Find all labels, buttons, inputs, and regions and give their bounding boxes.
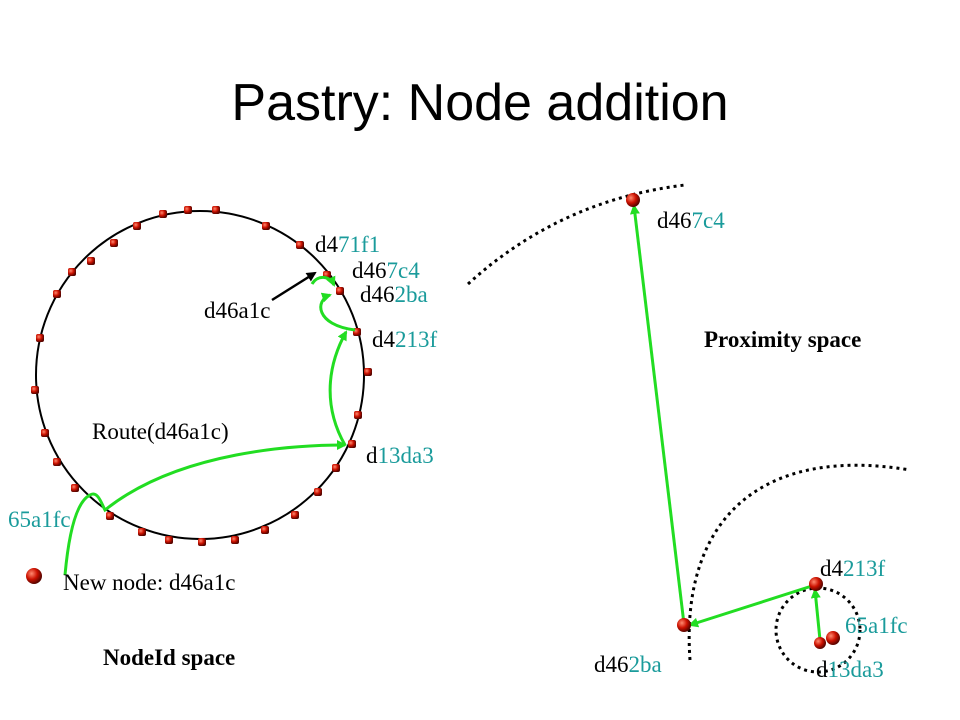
ring-node <box>53 458 61 466</box>
route-hop-2 <box>328 330 348 446</box>
route-hop-3 <box>319 292 356 332</box>
proximity-node-d13da3 <box>814 637 826 649</box>
ring-node <box>296 241 304 249</box>
ring-node <box>212 206 220 214</box>
ring-node <box>262 222 270 230</box>
ring-label-d462ba: d462ba <box>360 282 428 307</box>
proximity-node-d4213f <box>809 577 823 591</box>
target-id-label: d46a1c <box>204 298 270 323</box>
proximity-hop-d4213f-to-d462ba <box>688 583 816 628</box>
proximity-node-d462ba <box>677 618 691 632</box>
proximity-node-d467c4 <box>626 193 640 207</box>
ring-node <box>348 440 356 448</box>
ring-nodes <box>31 206 372 546</box>
ring-node <box>332 464 340 472</box>
ring-node <box>354 411 362 419</box>
new-node <box>26 568 42 584</box>
ring-node <box>138 528 146 536</box>
ring-node <box>31 386 39 394</box>
ring-node <box>53 290 61 298</box>
ring-node <box>106 512 114 520</box>
nodeid-space-caption: NodeId space <box>103 645 235 670</box>
ring-node <box>314 488 322 496</box>
ring-label-65a1fc: 65a1fc <box>8 507 71 532</box>
prox-label-d462ba: d462ba <box>594 652 662 677</box>
prox-label-d13da3: d13da3 <box>816 657 884 682</box>
ring-node <box>41 429 49 437</box>
ring-node <box>184 206 192 214</box>
ring-node <box>231 536 239 544</box>
ring-node <box>198 538 206 546</box>
ring-node <box>364 368 372 376</box>
prox-label-d467c4: d467c4 <box>657 208 725 233</box>
proximity-arc-middle <box>687 463 911 661</box>
proximity-arc-outer <box>466 183 686 286</box>
ring-label-d471f1: d471f1 <box>315 232 380 257</box>
ring-node <box>71 484 79 492</box>
prox-label-65a1fc: 65a1fc <box>845 613 908 638</box>
ring-node <box>159 210 167 218</box>
ring-label-d4213f: d4213f <box>372 327 438 352</box>
ring-node <box>261 526 269 534</box>
ring-label-d467c4: d467c4 <box>352 258 420 283</box>
ring-node <box>336 287 344 295</box>
insert-position-arrow <box>271 271 317 302</box>
ring-node <box>165 536 173 544</box>
ring-label-d13da3: d13da3 <box>366 443 434 468</box>
route-label: Route(d46a1c) <box>92 419 229 444</box>
proximity-space-caption: Proximity space <box>704 327 861 352</box>
route-hop-1 <box>63 440 347 576</box>
proximity-hop-d13da3-to-d4213f <box>810 588 822 641</box>
new-node-label: New node: d46a1c <box>63 570 235 595</box>
ring-node <box>36 334 44 342</box>
proximity-node-65a1fc <box>826 631 840 645</box>
ring-node <box>110 239 118 247</box>
proximity-hop-d462ba-to-d467c4 <box>629 204 686 625</box>
ring-node <box>133 222 141 230</box>
prox-label-d4213f: d4213f <box>820 556 886 581</box>
ring-node <box>291 511 299 519</box>
page-title: Pastry: Node addition <box>231 74 728 132</box>
ring-node <box>87 257 95 265</box>
route-hop-4 <box>310 275 336 287</box>
ring-node <box>68 268 76 276</box>
